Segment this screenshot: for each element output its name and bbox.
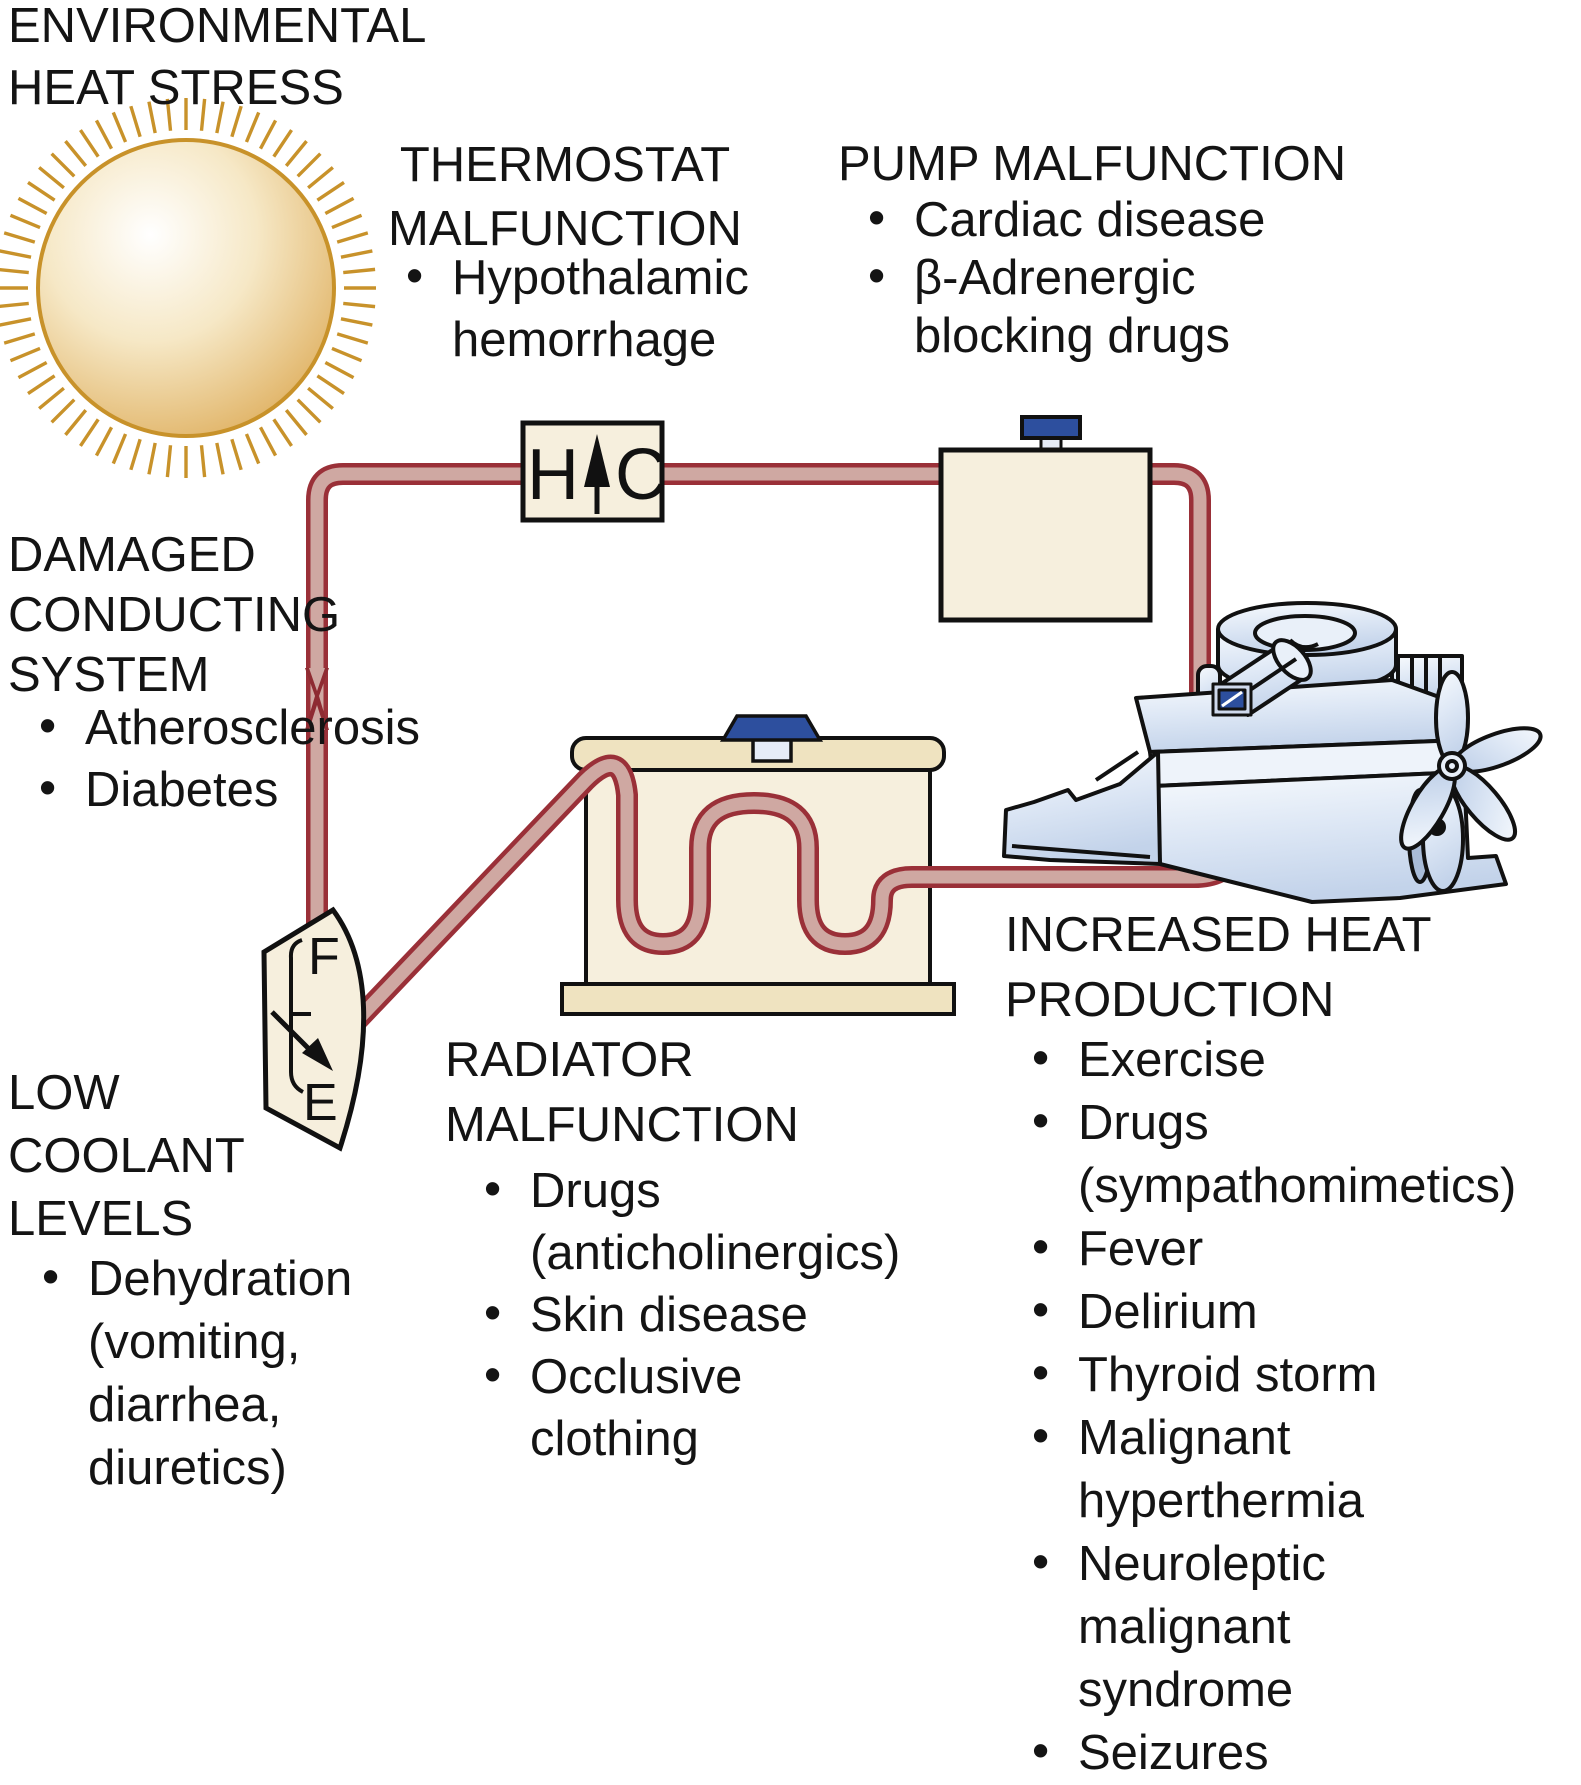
thermostat-title-line1: THERMOSTAT (399, 138, 731, 192)
list-item-cont: diuretics) (88, 1441, 287, 1495)
engine-snorkel (1211, 638, 1313, 717)
thermostat-arrow-icon (584, 434, 610, 514)
increased-heat-list: Exercise Drugs (sympathomimetics) Fever … (1032, 1027, 1517, 1785)
radiator-base (560, 982, 956, 1016)
heat-title-line1: INCREASED HEAT (1005, 908, 1432, 962)
low-coolant-list: Dehydration (vomiting, diarrhea, diureti… (42, 1246, 352, 1500)
list-item: Exercise (1032, 1027, 1516, 1092)
fan-hub (1437, 751, 1467, 781)
coolant-title-line3: LEVELS (8, 1192, 194, 1246)
list-item: Atherosclerosis (39, 695, 420, 759)
list-item-cont: diarrhea, (88, 1378, 282, 1432)
pipe-pump-engine-core (1149, 467, 1207, 708)
list-item: Drugs (484, 1158, 900, 1222)
list-item: Hypothalamic (406, 245, 749, 309)
engine-foot (1002, 750, 1162, 866)
increased-heat-title: INCREASED HEAT PRODUCTION (1005, 903, 1432, 1033)
list-item-cont: hyperthermia (1078, 1474, 1364, 1528)
pipe-pump-engine-outline (1149, 463, 1211, 708)
thermostat-hot-label: H (527, 435, 579, 515)
list-item: Delirium (1032, 1279, 1516, 1344)
sun-disc (36, 138, 336, 438)
list-item: Neuroleptic (1032, 1531, 1516, 1596)
list-item: Cardiac disease (868, 189, 1265, 249)
list-item: Dehydration (42, 1246, 352, 1311)
coolant-title-line1: LOW (8, 1066, 120, 1120)
conducting-title-line1: DAMAGED (8, 528, 256, 582)
pump-illustration (938, 415, 1153, 623)
list-item: Thyroid storm (1032, 1342, 1516, 1407)
list-item: Occlusive (484, 1344, 900, 1408)
env-line1: ENVIRONMENTAL (8, 0, 427, 53)
list-item-cont: hemorrhage (452, 313, 717, 367)
conducting-title-line2: CONDUCTING (8, 588, 341, 642)
gauge-full-label: F (308, 928, 340, 986)
radiator-cap-icon (719, 714, 824, 742)
list-item: Fever (1032, 1216, 1516, 1281)
list-item: Diabetes (39, 757, 420, 821)
list-item-cont: syndrome (1078, 1663, 1294, 1717)
coolant-gauge-illustration: F E (261, 906, 367, 1152)
gauge-empty-label: E (303, 1074, 338, 1132)
radiator-title-line2: MALFUNCTION (445, 1098, 799, 1152)
pipe-serpentine-core (341, 759, 1258, 1037)
list-item: Malignant (1032, 1405, 1516, 1470)
list-item-cont: clothing (530, 1412, 699, 1466)
gauge-body (261, 906, 367, 1152)
pipe-cores (310, 467, 1258, 1037)
thermostat-malfunction-title: THERMOSTAT MALFUNCTION (373, 133, 757, 261)
engine-illustration (1002, 601, 1543, 904)
radiator-malfunction-title: RADIATOR MALFUNCTION (445, 1028, 799, 1158)
sun-rays (0, 98, 376, 478)
engine-fan-icon (1399, 670, 1543, 851)
sun-icon (0, 98, 376, 478)
radiator-malfunction-list: Drugs (anticholinergics) Skin disease Oc… (484, 1158, 901, 1470)
list-item: Skin disease (484, 1282, 900, 1346)
list-item: β-Adrenergic (868, 247, 1265, 307)
pump-malfunction-title: PUMP MALFUNCTION (838, 133, 1346, 195)
list-item: Seizures (1032, 1720, 1516, 1785)
thermostat-illustration: H C (520, 420, 667, 523)
list-item-cont: (vomiting, (88, 1315, 301, 1369)
list-item-cont: malignant (1078, 1600, 1291, 1654)
list-item-cont: (sympathomimetics) (1078, 1159, 1517, 1213)
radiator-title-line1: RADIATOR (445, 1033, 694, 1087)
coolant-title-line2: COOLANT (8, 1129, 245, 1183)
pump-title: PUMP MALFUNCTION (838, 137, 1347, 191)
list-item-cont: (anticholinergics) (530, 1226, 901, 1280)
environmental-heat-stress-label: ENVIRONMENTAL HEAT STRESS (8, 0, 426, 119)
thermostat-malfunction-list: Hypothalamic hemorrhage (406, 245, 749, 371)
env-line2: HEAT STRESS (8, 61, 344, 115)
pump-box (938, 447, 1153, 623)
pipe-riser-core (310, 467, 524, 962)
damaged-conducting-title: DAMAGED CONDUCTING SYSTEM (8, 525, 340, 705)
list-item-cont: blocking drugs (914, 309, 1230, 363)
pump-cap-icon (1020, 415, 1082, 440)
conducting-title-line3: SYSTEM (8, 648, 210, 702)
damaged-conducting-list: Atherosclerosis Diabetes (39, 695, 420, 821)
heat-title-line2: PRODUCTION (1005, 973, 1335, 1027)
pump-malfunction-list: Cardiac disease β-Adrenergic blocking dr… (868, 189, 1265, 365)
gauge-needle-icon (270, 1010, 333, 1071)
list-item: Drugs (1032, 1090, 1516, 1155)
low-coolant-title: LOW COOLANT LEVELS (8, 1062, 245, 1251)
thermostat-cold-label: C (615, 435, 667, 515)
